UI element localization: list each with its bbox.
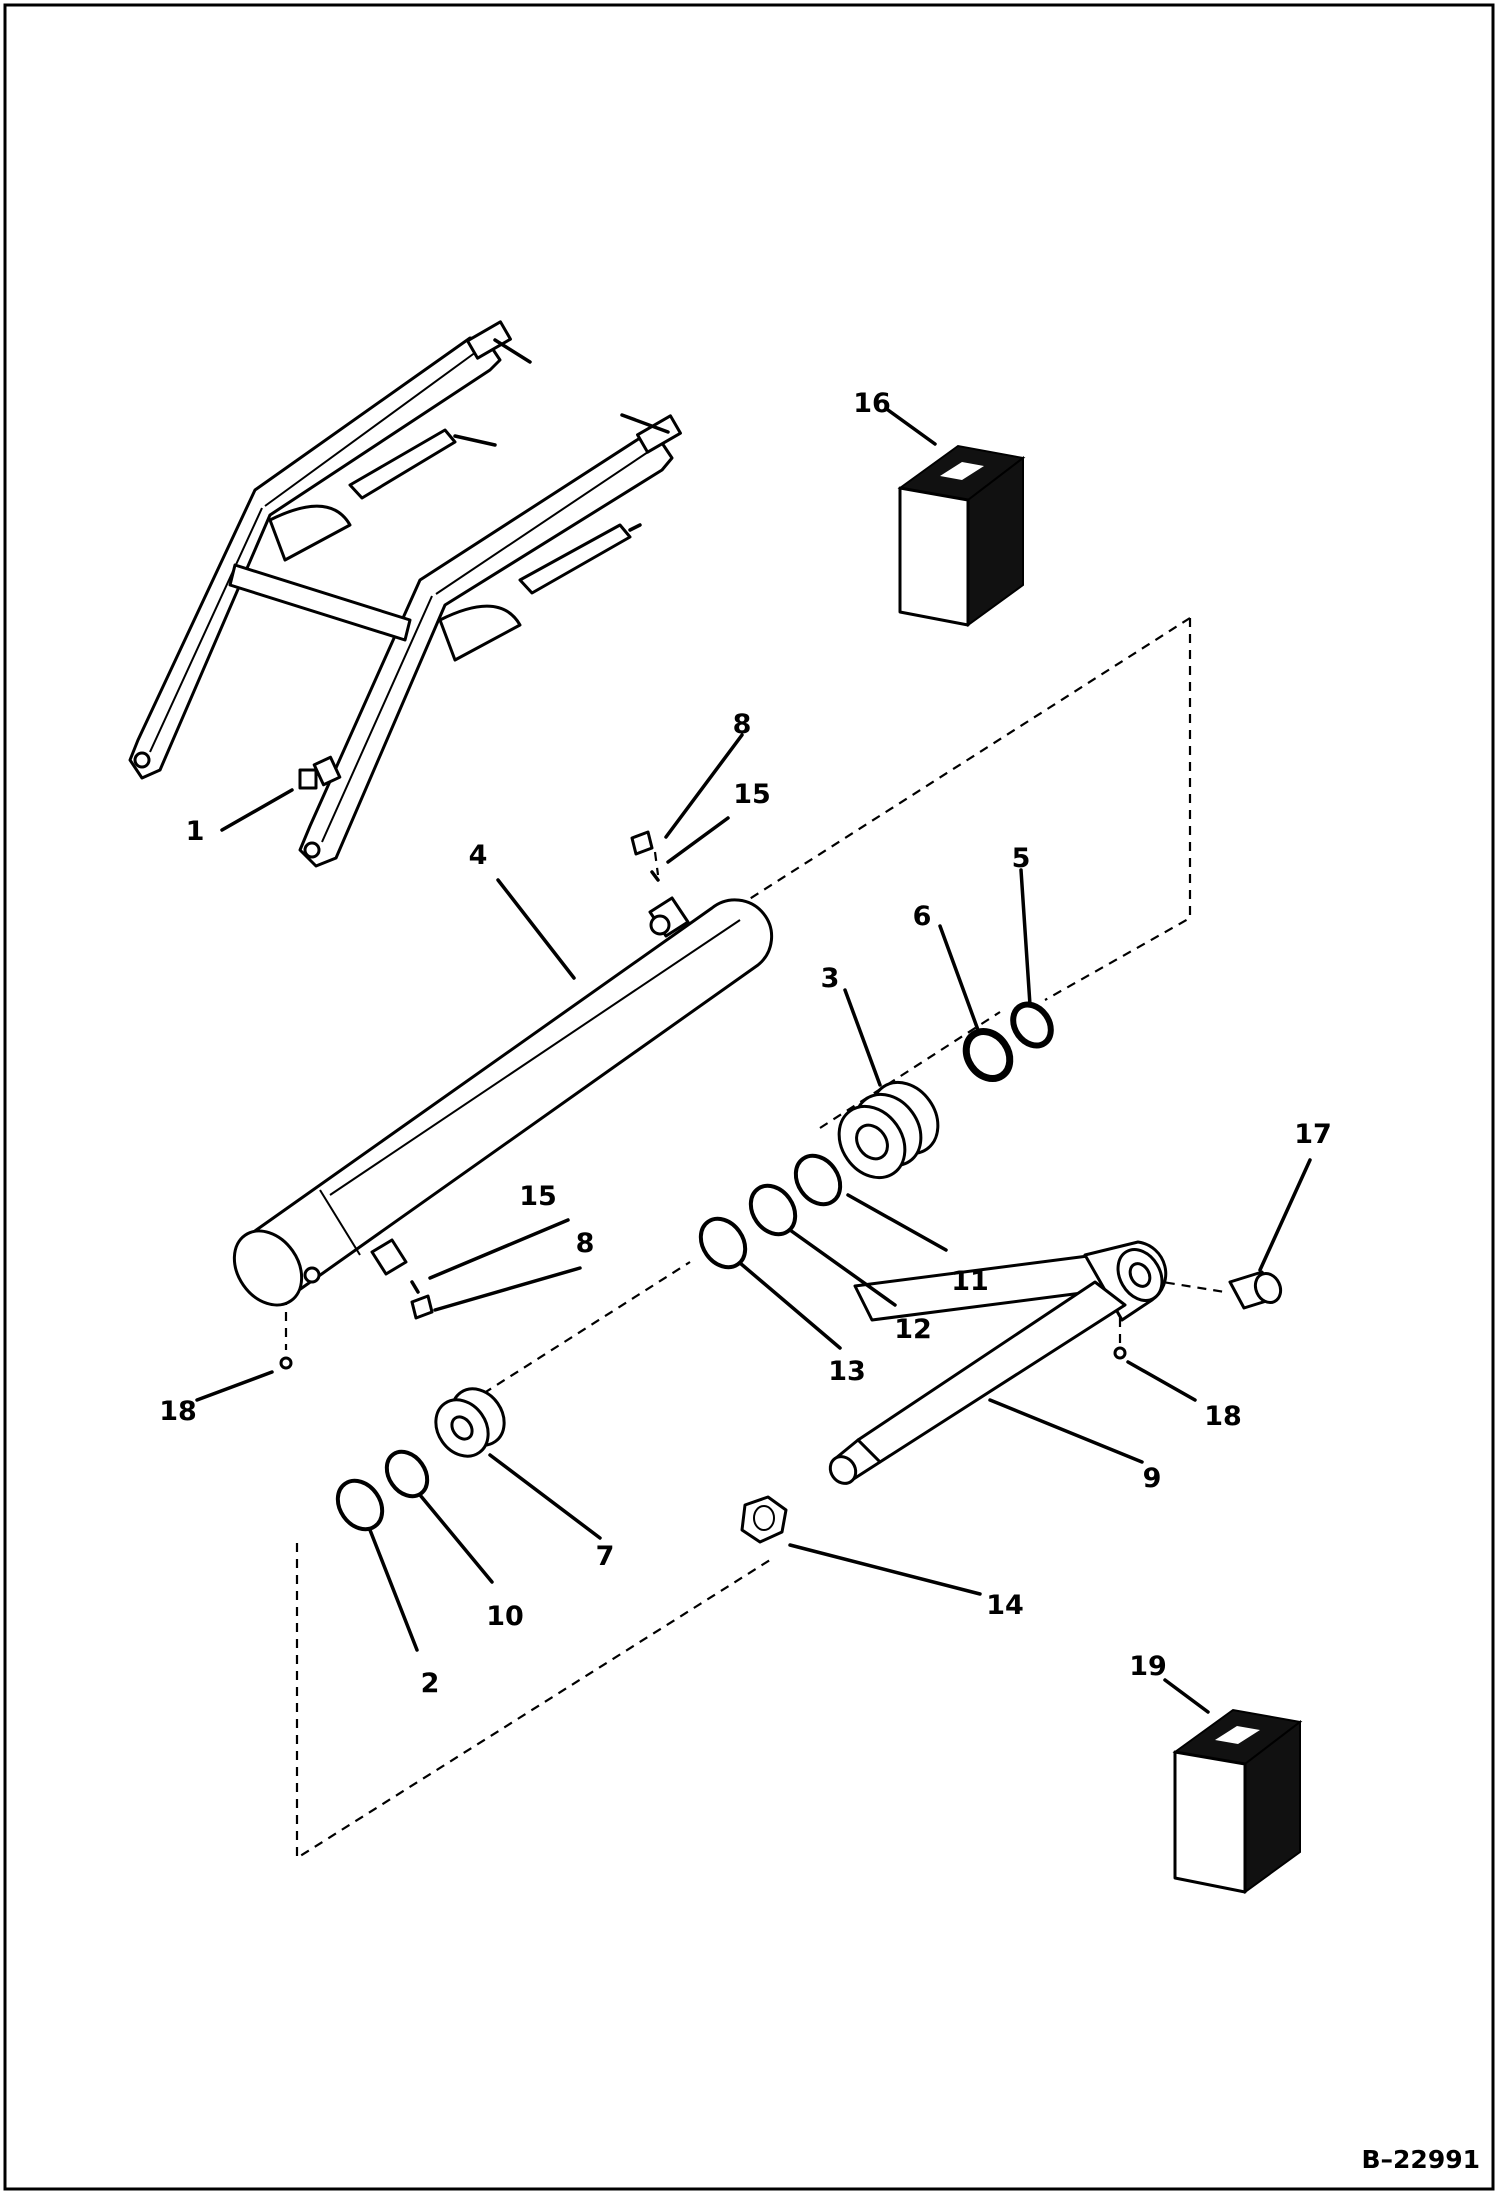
sheet-border xyxy=(3,3,1495,2191)
fitting-upper xyxy=(630,830,660,882)
piston xyxy=(434,1387,506,1458)
callout-5: 5 xyxy=(1012,843,1031,874)
callout-14: 14 xyxy=(986,1590,1024,1621)
rod-seal xyxy=(962,1028,1014,1082)
callout-17: 17 xyxy=(1294,1119,1332,1150)
decal-kit-box-top xyxy=(897,444,1026,627)
grease-fittings xyxy=(279,1346,1127,1370)
callout-12: 12 xyxy=(894,1314,932,1345)
lift-arm-assembly xyxy=(128,320,682,868)
callout-8-lower: 8 xyxy=(576,1228,595,1259)
callout-9: 9 xyxy=(1143,1463,1162,1494)
callout-11: 11 xyxy=(951,1266,989,1297)
rod-nut xyxy=(740,1495,788,1544)
callout-18-left: 18 xyxy=(159,1396,197,1427)
callout-10: 10 xyxy=(486,1601,524,1632)
piston-rings xyxy=(335,1449,430,1532)
cylinder-gland xyxy=(837,1080,940,1180)
callout-3: 3 xyxy=(821,963,840,994)
bushing xyxy=(1228,1270,1283,1310)
callout-4: 4 xyxy=(469,840,488,871)
callout-6: 6 xyxy=(913,901,932,932)
callout-2: 2 xyxy=(421,1668,440,1699)
callout-15-upper: 15 xyxy=(733,779,771,810)
wiper-seal xyxy=(1010,1001,1054,1049)
drawing-number: B–22991 xyxy=(1361,2145,1480,2174)
decal-kit-box-bottom xyxy=(1172,1708,1303,1894)
callout-15-lower: 15 xyxy=(519,1181,557,1212)
callout-13: 13 xyxy=(828,1356,866,1387)
callout-leaders xyxy=(195,408,1312,1714)
assembly-guide-lines xyxy=(284,617,1226,1860)
callout-labels: 16 1 8 15 4 5 6 3 15 8 17 11 12 13 18 18… xyxy=(159,388,1332,1699)
cylinder-barrel xyxy=(232,896,774,1307)
callout-18-right: 18 xyxy=(1204,1401,1242,1432)
callout-7: 7 xyxy=(596,1541,615,1572)
fitting-lower xyxy=(410,1280,434,1320)
callout-19: 19 xyxy=(1129,1651,1167,1682)
callout-1: 1 xyxy=(186,816,205,847)
callout-8-upper: 8 xyxy=(733,709,752,740)
o-rings-gland xyxy=(698,1153,843,1270)
callout-16: 16 xyxy=(853,388,891,419)
cylinder-rod xyxy=(828,1240,1168,1485)
